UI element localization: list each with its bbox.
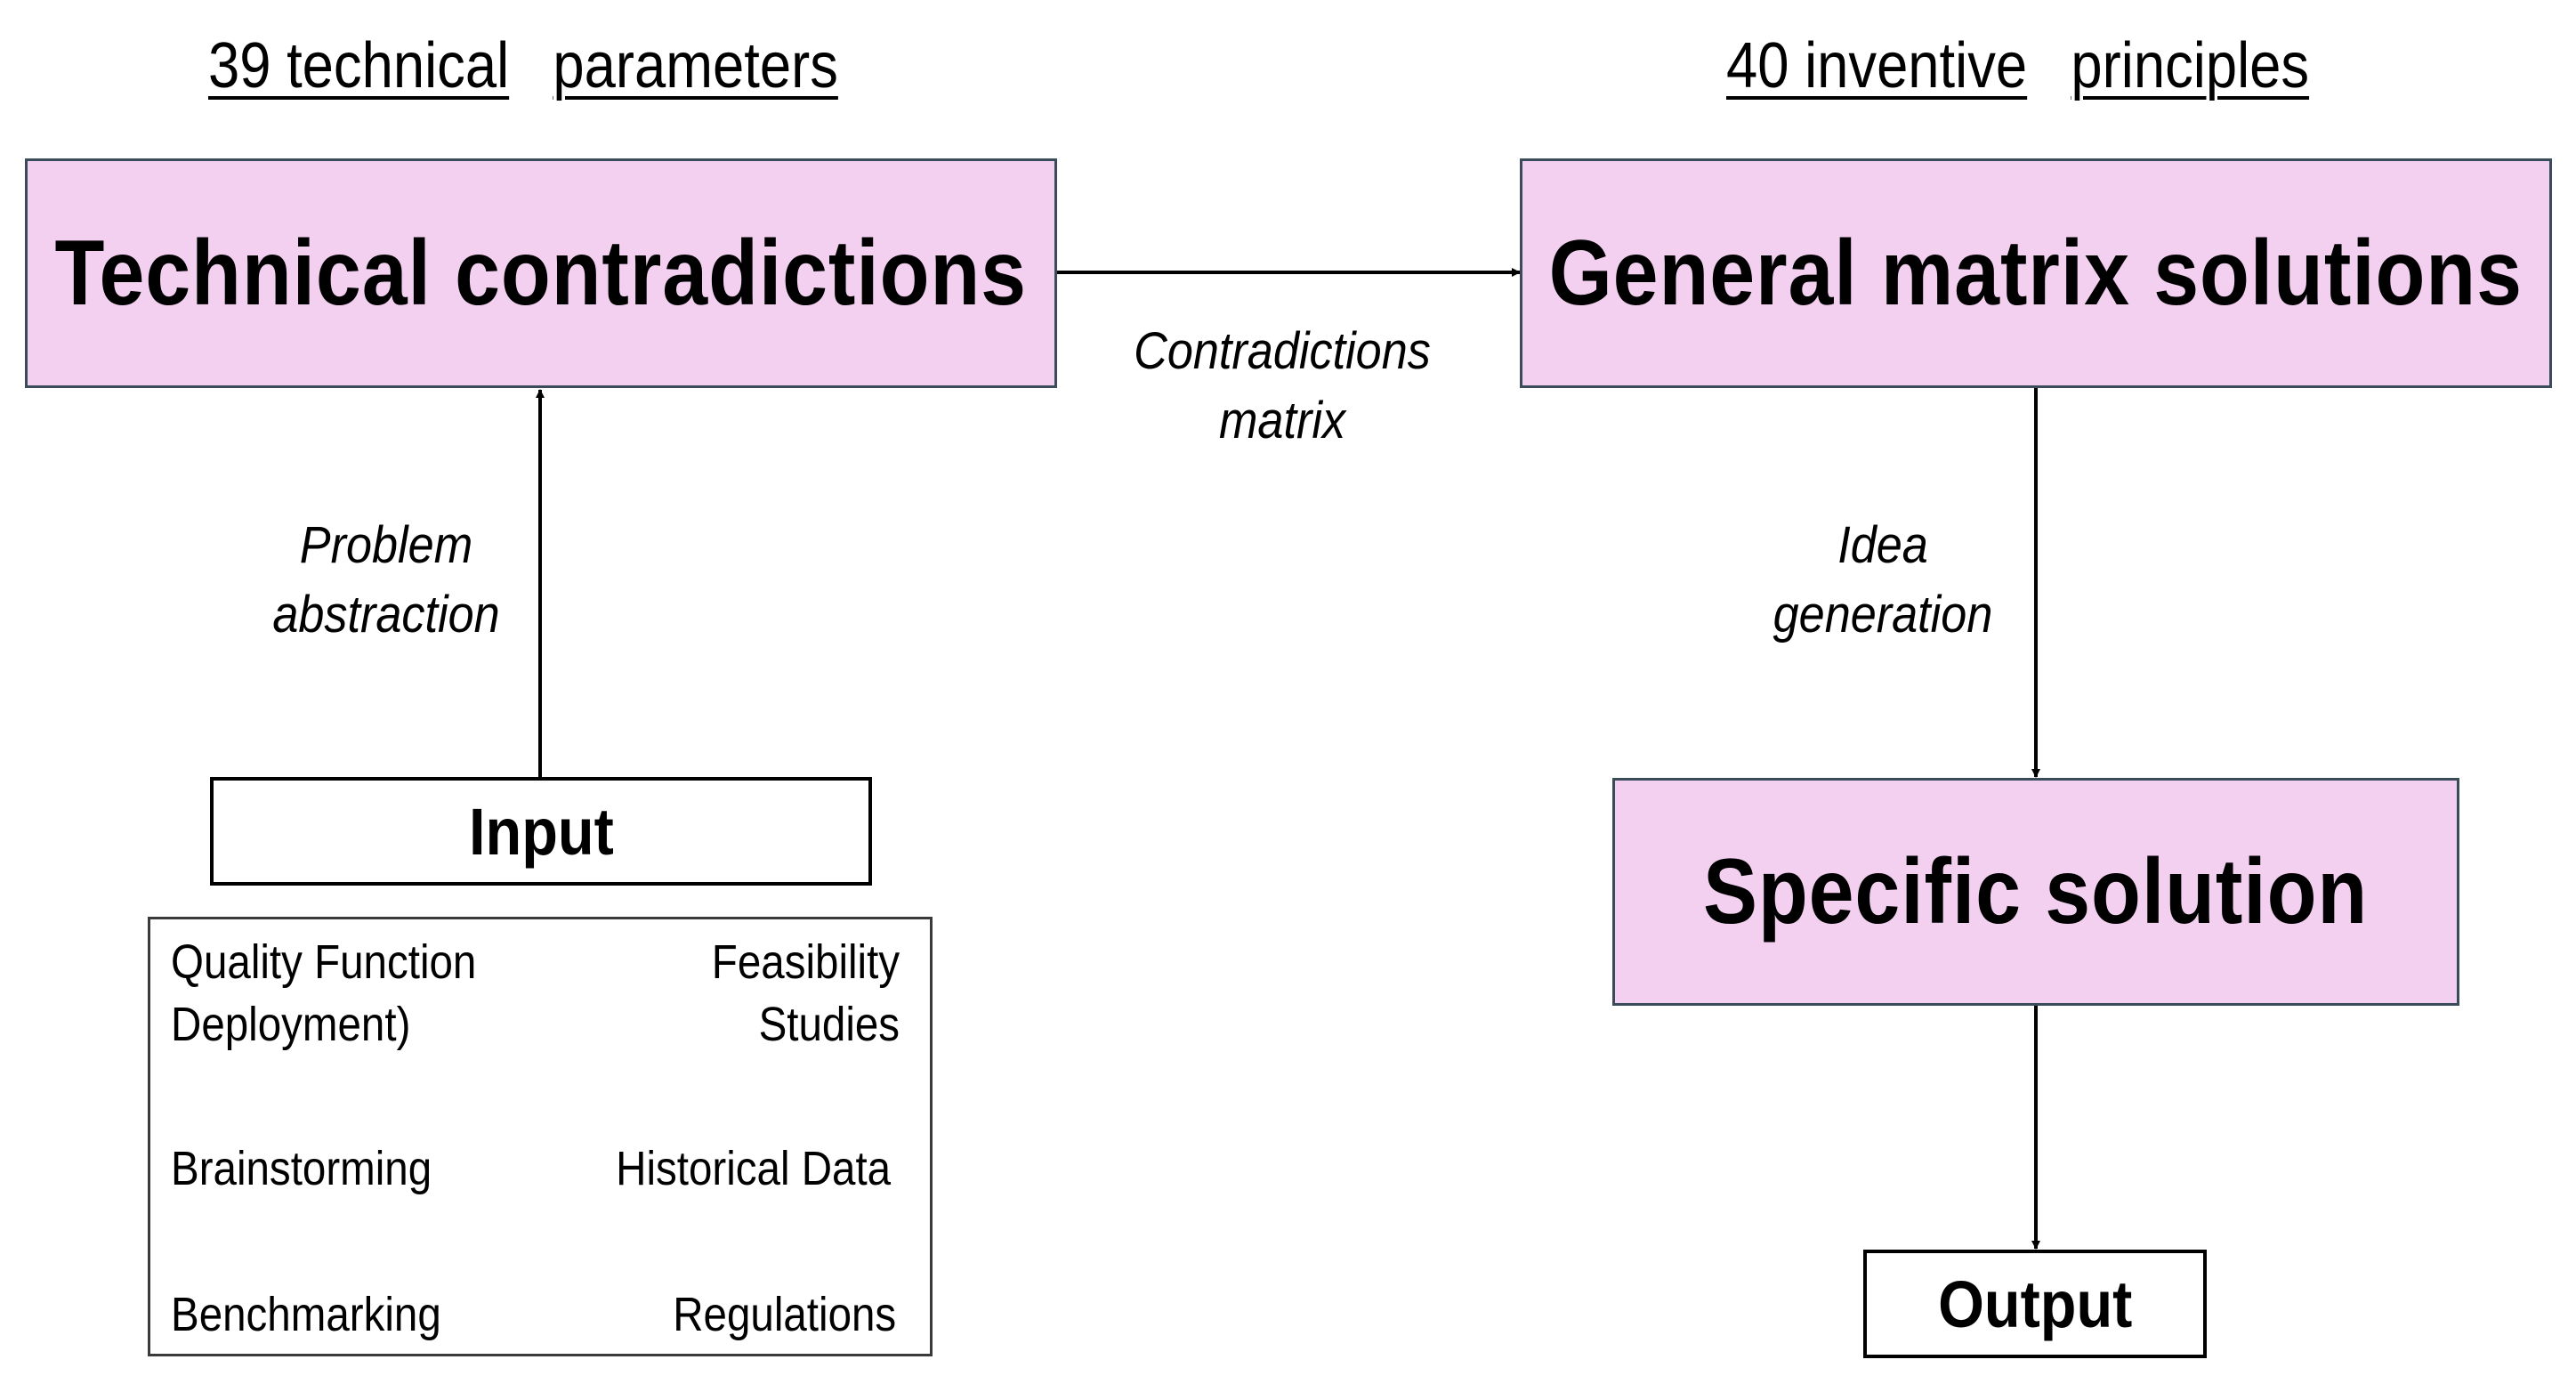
technical-contradictions-label: Technical contradictions xyxy=(54,221,1028,325)
heading-word: parameters xyxy=(553,30,838,101)
general-matrix-solutions-label: General matrix solutions xyxy=(1548,221,2524,325)
source-line: Quality Function xyxy=(171,935,477,989)
regulations: Regulations xyxy=(673,1288,896,1341)
technical-contradictions-box: Technical contradictions xyxy=(25,158,1057,388)
edge-label-line: matrix xyxy=(1218,392,1346,449)
idea-generation-label: Idea generation xyxy=(1747,511,2019,650)
heading-word: principles xyxy=(2071,30,2310,101)
problem-abstraction-label: Problem abstraction xyxy=(242,511,530,650)
source-line: Feasibility xyxy=(711,935,900,989)
edge-label-line: Idea xyxy=(1837,516,1928,574)
edge-label-line: Problem xyxy=(299,516,473,574)
specific-solution-label: Specific solution xyxy=(1703,839,2369,943)
specific-solution-box: Specific solution xyxy=(1612,778,2459,1006)
feasibility-studies: Feasibility Studies xyxy=(712,931,900,1056)
edge-label-line: Contradictions xyxy=(1134,322,1431,380)
contradictions-matrix-label: Contradictions matrix xyxy=(1126,317,1439,456)
input-label: Input xyxy=(468,794,614,869)
input-box: Input xyxy=(210,777,872,886)
edge-label-line: abstraction xyxy=(272,586,500,643)
benchmarking: Benchmarking xyxy=(171,1288,441,1341)
output-label: Output xyxy=(1937,1267,2133,1341)
source-line: Studies xyxy=(758,998,900,1051)
general-matrix-solutions-box: General matrix solutions xyxy=(1520,158,2552,388)
brainstorming: Brainstorming xyxy=(171,1142,432,1195)
input-sources-box xyxy=(148,917,933,1356)
historical-data: Historical Data xyxy=(616,1142,891,1195)
edge-label-line: generation xyxy=(1773,586,1993,643)
output-box: Output xyxy=(1863,1250,2207,1358)
quality-function-deployment: Quality Function Deployment) xyxy=(171,931,476,1056)
heading-word: 39 technical xyxy=(208,30,510,101)
heading-word: 40 inventive xyxy=(1726,30,2028,101)
source-line: Deployment) xyxy=(171,998,411,1051)
